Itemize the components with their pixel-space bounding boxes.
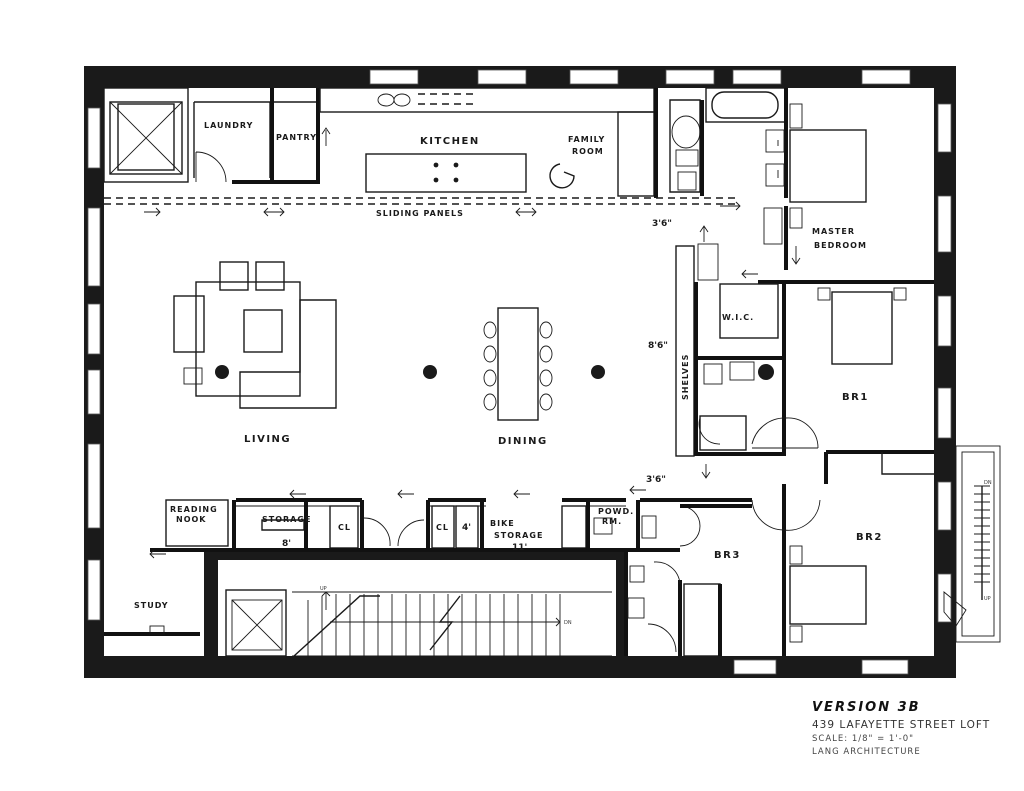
dimension-mid: 8'6": [648, 341, 668, 351]
reading-nook-label-2: NOOK: [176, 515, 207, 524]
exterior-stair-dn-label: DN: [984, 480, 992, 486]
shelves-label: SHELVES: [681, 354, 690, 400]
powder-room-label: POWD.: [598, 507, 634, 516]
study-and-stair: [104, 552, 628, 657]
bike-storage-label: BIKE: [490, 519, 515, 528]
elevator-shaft: [103, 87, 189, 183]
laundry-label: LAUNDRY: [204, 121, 253, 130]
living-label: LIVING: [244, 434, 291, 445]
living-furniture: [173, 261, 605, 409]
master-bedroom-label-2: BEDROOM: [814, 241, 867, 250]
study-label: STUDY: [134, 601, 169, 610]
master-bedroom-label: MASTER: [812, 227, 855, 236]
closet-label-2: CL: [436, 523, 449, 532]
scale-note: SCALE: 1/8" = 1'-0": [812, 734, 915, 744]
closet-label: CL: [338, 523, 351, 532]
dimension-bot: 3'6": [646, 475, 666, 485]
kitchen-label: KITCHEN: [420, 136, 480, 147]
dimension-top: 3'6": [652, 219, 672, 229]
master-suite: [669, 87, 934, 284]
family-room-label-2: ROOM: [572, 147, 604, 156]
dimension-bike: 11': [512, 543, 527, 553]
firm-name: LANG ARCHITECTURE: [812, 747, 921, 757]
storage-label: STORAGE: [262, 515, 311, 524]
version-title: VERSION 3B: [812, 700, 921, 715]
kitchen-zone: [193, 87, 658, 198]
dimension-storage: 8': [282, 539, 291, 549]
family-room-label: FAMILY: [568, 135, 605, 144]
title-block: VERSION 3B 439 LAFAYETTE STREET LOFT SCA…: [812, 700, 1012, 757]
powder-room-label-2: RM.: [602, 517, 622, 526]
wic-label: W.I.C.: [722, 313, 754, 322]
pantry-label: PANTRY: [276, 133, 317, 142]
br1-label: BR1: [842, 392, 869, 403]
exterior-stair: [943, 445, 1001, 643]
bedrooms-2-3: [624, 484, 867, 657]
stair-up-label: UP: [320, 586, 327, 592]
windows: [87, 69, 952, 675]
br3-label: BR3: [714, 550, 741, 561]
bike-storage-label-2: STORAGE: [494, 531, 543, 540]
stair-dn-label: DN: [564, 620, 572, 626]
sliding-panels: [104, 197, 741, 217]
sliding-panels-label: SLIDING PANELS: [376, 209, 464, 218]
bedroom-1-zone: [675, 243, 934, 484]
reading-nook-label: READING: [170, 505, 218, 514]
dining-table: [483, 307, 553, 421]
dimension-cl: 4': [462, 523, 471, 533]
dining-label: DINING: [498, 436, 548, 447]
br2-label: BR2: [856, 532, 883, 543]
project-name: 439 LAFAYETTE STREET LOFT: [812, 719, 991, 731]
exterior-stair-up-label: UP: [984, 596, 991, 602]
storage-band: [149, 485, 752, 559]
